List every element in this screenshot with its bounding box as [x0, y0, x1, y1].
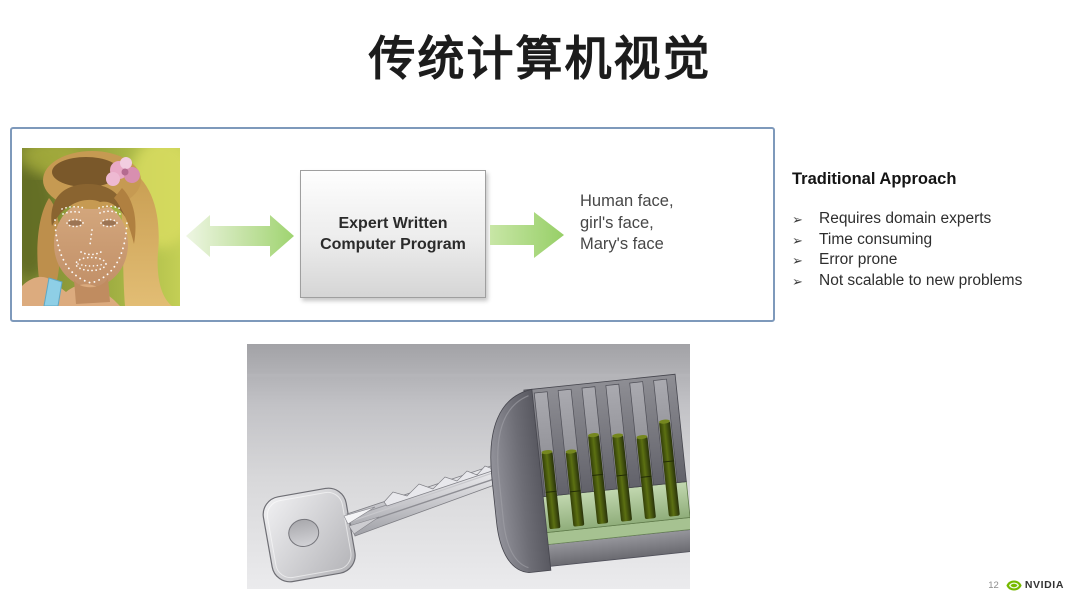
expert-program-box: Expert Written Computer Program [300, 170, 486, 298]
approach-heading: Traditional Approach [792, 170, 957, 188]
bullet-arrow-icon: ➢ [792, 212, 803, 227]
flower-accessory [106, 157, 140, 186]
output-line1: Human face, [580, 192, 674, 210]
bullet-text: Not scalable to new problems [819, 271, 1023, 289]
bullet-arrow-icon: ➢ [792, 232, 803, 248]
traditional-approach-panel: Traditional Approach ➢ Requires domain e… [792, 170, 1077, 291]
approach-bullet: ➢ Not scalable to new problems [792, 271, 1077, 292]
approach-bullet-list: ➢ Requires domain experts ➢ Time consumi… [792, 209, 1077, 291]
footer: 12 NVIDIA [988, 579, 1064, 591]
bullet-text: Error prone [819, 251, 898, 268]
bullet-text: Time consuming [819, 230, 933, 248]
output-line3: Mary's face [580, 235, 664, 253]
approach-bullet: ➢ Error prone [792, 250, 1077, 271]
approach-bullet: ➢ Requires domain experts [792, 209, 1077, 230]
nvidia-logo: NVIDIA [1006, 579, 1064, 591]
lock-rounded-cap [490, 388, 552, 574]
key-hole [288, 518, 320, 547]
key [262, 459, 520, 583]
approach-bullet: ➢ Time consuming [792, 230, 1077, 251]
lock-cylinder [490, 373, 695, 574]
nvidia-eye-icon [1006, 580, 1022, 590]
output-line2: girl's face, [580, 213, 654, 232]
bullet-text: Requires domain experts [819, 210, 992, 227]
facial-landmark-dots [54, 205, 128, 284]
pipeline-diagram: Expert Written Computer Program Human fa… [10, 127, 775, 322]
diagram-output-labels: Human face, girl's face, Mary's face [580, 191, 674, 256]
page-number: 12 [988, 579, 999, 591]
input-photo-girl-with-landmarks [22, 148, 180, 306]
key-lock-render [247, 344, 695, 589]
program-box-line1: Expert Written [338, 215, 448, 232]
key-lock-image [247, 344, 695, 589]
program-box-line2: Computer Program [320, 236, 466, 253]
bullet-arrow-icon: ➢ [792, 253, 803, 268]
blue-strap [43, 277, 63, 306]
double-arrow-icon [186, 215, 294, 257]
right-arrow-icon [490, 212, 564, 258]
slide-title: 传统计算机视觉 [368, 32, 712, 85]
lock-pins [541, 419, 680, 530]
nvidia-wordmark: NVIDIA [1024, 579, 1064, 591]
bullet-arrow-icon: ➢ [792, 273, 803, 289]
